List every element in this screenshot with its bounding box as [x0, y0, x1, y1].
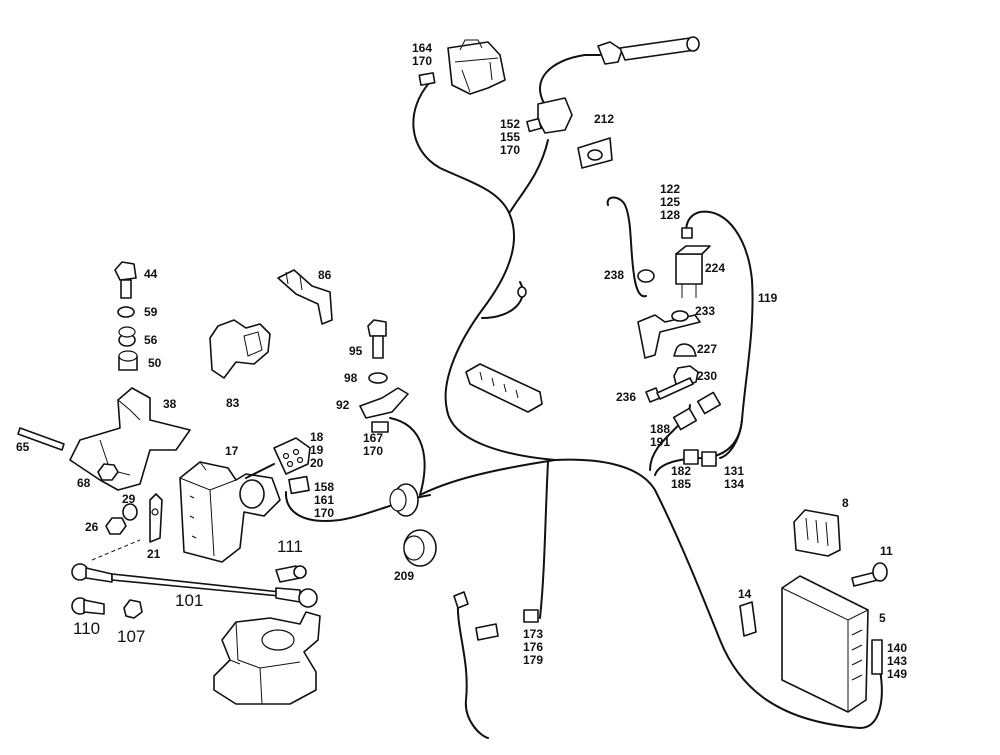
label-18: 18 19 20 [310, 430, 324, 470]
label-131: 131 134 [724, 464, 745, 491]
label-11: 11 [880, 544, 893, 558]
label-212: 212 [594, 112, 615, 126]
ball-socket-111 [275, 565, 307, 583]
harness-wire-top [412, 81, 556, 461]
stud-65 [17, 427, 65, 451]
harness-grommet [389, 483, 419, 517]
label-17: 17 [225, 444, 239, 458]
label-110: 110 [73, 619, 101, 638]
label-14: 14 [738, 587, 752, 601]
harness-wire-trunk [554, 458, 883, 729]
label-173: 173 176 179 [523, 627, 544, 667]
label-44: 44 [144, 267, 158, 281]
nut-107 [123, 599, 143, 619]
bracket-86 [277, 269, 333, 325]
label-5: 5 [879, 611, 886, 625]
sensor-238 [606, 196, 655, 298]
label-224: 224 [705, 261, 726, 275]
clip-14 [739, 601, 757, 637]
connector-188 [672, 407, 698, 431]
bracket-212 [577, 137, 613, 169]
label-8: 8 [842, 496, 849, 510]
label-21: 21 [147, 547, 161, 561]
bushing-56 [118, 326, 136, 347]
label-101: 101 [175, 591, 204, 610]
grommet-209 [403, 529, 437, 567]
label-38: 38 [163, 397, 177, 411]
label-111: 111 [277, 537, 303, 556]
label-56: 56 [144, 333, 158, 347]
lever-21 [149, 493, 163, 543]
label-164: 164 170 [412, 41, 433, 68]
label-107: 107 [117, 627, 146, 646]
label-83: 83 [226, 396, 240, 410]
label-167: 167 170 [363, 431, 384, 458]
control-unit-5 [781, 575, 883, 713]
label-92: 92 [336, 398, 350, 412]
label-227: 227 [697, 342, 718, 356]
label-98: 98 [344, 371, 358, 385]
nut-68 [97, 463, 119, 481]
label-26: 26 [85, 520, 99, 534]
nut-26 [105, 517, 127, 535]
label-182: 182 185 [671, 464, 692, 491]
bracket-233 [637, 310, 701, 359]
connector-131 [701, 451, 717, 467]
label-68: 68 [77, 476, 91, 490]
label-209: 209 [394, 569, 415, 583]
bushing-50 [118, 350, 138, 371]
rod-101 [71, 539, 318, 608]
washer-98 [368, 372, 388, 384]
relay-224 [675, 227, 711, 298]
connector-152 [526, 36, 700, 134]
cable-173 [453, 591, 539, 739]
label-50: 50 [148, 356, 162, 370]
screw-11 [851, 562, 888, 587]
clip-227 [673, 343, 697, 357]
label-236: 236 [616, 390, 637, 404]
ball-socket-110 [71, 597, 105, 615]
label-140: 140 143 149 [887, 641, 908, 681]
washer-59 [117, 306, 135, 318]
label-122: 122 125 128 [660, 182, 681, 222]
connector-182 [683, 449, 699, 465]
label-152: 152 155 170 [500, 117, 521, 157]
harness-connector-block [465, 286, 543, 413]
label-230: 230 [697, 369, 718, 383]
label-233: 233 [695, 304, 716, 318]
washer-29 [122, 503, 138, 521]
label-29: 29 [122, 492, 136, 506]
connector-167 [371, 421, 389, 433]
throttle-housing [213, 611, 321, 705]
label-238: 238 [604, 268, 625, 282]
plate-83 [209, 319, 271, 379]
label-158: 158 161 170 [314, 480, 335, 520]
bolt-44 [114, 261, 137, 299]
label-119: 119 [758, 291, 778, 305]
connector-164 [418, 39, 506, 95]
relay-8 [793, 509, 841, 557]
label-65: 65 [16, 440, 30, 454]
label-188: 188 191 [650, 422, 671, 449]
label-59: 59 [144, 305, 158, 319]
bolt-95 [367, 319, 387, 359]
actuator-17 [179, 437, 311, 563]
label-95: 95 [349, 344, 363, 358]
label-86: 86 [318, 268, 332, 282]
bracket-92 [359, 387, 409, 419]
bolt-236 [645, 377, 694, 403]
